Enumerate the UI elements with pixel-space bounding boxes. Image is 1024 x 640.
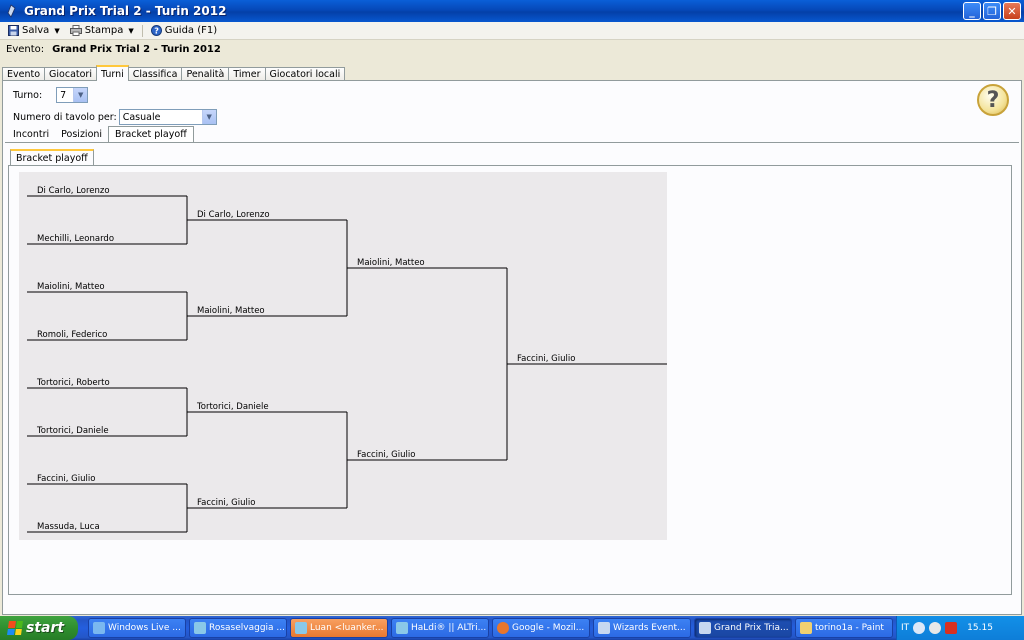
help-toolbar-button[interactable]: ? Guida (F1) — [149, 25, 219, 36]
app-icon — [699, 622, 711, 634]
table-number-row: Numero di tavolo per: Casuale ▼ — [13, 109, 217, 125]
language-indicator[interactable]: IT — [901, 623, 910, 633]
table-number-label: Numero di tavolo per: — [13, 111, 117, 123]
bracket-player-name: Faccini, Giulio — [37, 474, 95, 484]
chat-icon — [396, 622, 408, 634]
help-label: Guida (F1) — [164, 25, 218, 36]
tab-classifica[interactable]: Classifica — [127, 67, 183, 81]
svg-text:?: ? — [154, 27, 159, 36]
event-line: Evento: Grand Prix Trial 2 - Turin 2012 — [6, 44, 221, 55]
task-luan[interactable]: Luan <luanker... — [290, 618, 388, 638]
tab-giocatori[interactable]: Giocatori — [44, 67, 97, 81]
bracket-player-name: Romoli, Federico — [37, 330, 107, 340]
subtab-bracket-playoff[interactable]: Bracket playoff — [108, 126, 194, 142]
antivirus-icon[interactable] — [945, 622, 958, 634]
task-windows-live[interactable]: Windows Live ... — [88, 618, 186, 638]
start-label: start — [26, 620, 65, 636]
printer-icon — [69, 25, 82, 36]
bracket-player-name: Massuda, Luca — [37, 522, 100, 532]
turn-row: Turno: 7 ▼ — [13, 87, 89, 103]
question-mark-icon: ? — [986, 87, 1000, 113]
close-button[interactable]: ✕ — [1003, 2, 1021, 20]
tab-timer[interactable]: Timer — [228, 67, 266, 81]
bracket-player-name: Maiolini, Matteo — [197, 306, 265, 316]
table-number-value: Casuale — [122, 111, 161, 123]
chevron-down-icon: ▼ — [201, 110, 216, 124]
bracket-player-name: Di Carlo, Lorenzo — [37, 186, 110, 196]
subtab-posizioni[interactable]: Posizioni — [61, 128, 103, 140]
task-grand-prix[interactable]: Grand Prix Tria... — [694, 618, 792, 638]
start-button[interactable]: start — [0, 616, 78, 640]
tab-penalita[interactable]: Penalità — [181, 67, 230, 81]
turn-select[interactable]: 7 ▼ — [56, 87, 89, 103]
chevron-down-icon[interactable]: ▼ — [128, 26, 134, 35]
system-tray: IT 15.15 — [896, 616, 1024, 640]
network-icon[interactable] — [913, 622, 926, 634]
tab-turni[interactable]: Turni — [95, 65, 129, 81]
bracket-player-name: Tortorici, Daniele — [196, 402, 269, 412]
subtabs: Incontri Posizioni Bracket playoff — [7, 126, 194, 142]
bracket-player-name: Faccini, Giulio — [357, 450, 415, 460]
event-value: Grand Prix Trial 2 - Turin 2012 — [52, 44, 221, 55]
bracket-background — [19, 172, 667, 540]
bracket-playoff-tab[interactable]: Bracket playoff — [10, 149, 94, 165]
help-icon: ? — [150, 25, 162, 36]
floppy-icon — [8, 25, 19, 36]
bracket-player-name: Faccini, Giulio — [197, 498, 255, 508]
maximize-button[interactable]: ❐ — [983, 2, 1001, 20]
bracket-player-name: Tortorici, Daniele — [36, 426, 109, 436]
bracket-player-name: Maiolini, Matteo — [37, 282, 105, 292]
help-button[interactable]: ? — [977, 84, 1009, 116]
chat-icon — [194, 622, 206, 634]
task-rosaselvaggia[interactable]: Rosaselvaggia ... — [189, 618, 287, 638]
print-button[interactable]: Stampa ▼ — [68, 25, 136, 36]
app-icon — [598, 622, 610, 634]
tab-giocatori-locali[interactable]: Giocatori locali — [264, 67, 346, 81]
app-icon — [4, 4, 18, 18]
main-tabs: Evento Giocatori Turni Classifica Penali… — [2, 65, 346, 81]
bracket-player-name: Tortorici, Roberto — [36, 378, 110, 388]
table-number-select[interactable]: Casuale ▼ — [118, 109, 217, 125]
window-title: Grand Prix Trial 2 - Turin 2012 — [24, 4, 227, 18]
turn-value: 7 — [60, 89, 67, 101]
chevron-down-icon: ▼ — [73, 88, 88, 102]
turn-label: Turno: — [13, 89, 43, 101]
firefox-icon — [497, 622, 509, 634]
chevron-down-icon[interactable]: ▼ — [54, 26, 60, 35]
bracket-player-name: Maiolini, Matteo — [357, 258, 425, 268]
taskbar: start Windows Live ... Rosaselvaggia ...… — [0, 616, 1024, 640]
save-label: Salva — [22, 25, 50, 36]
task-paint[interactable]: torino1a - Paint — [795, 618, 893, 638]
minimize-button[interactable]: _ — [963, 2, 981, 20]
task-google-mozilla[interactable]: Google - Mozil... — [492, 618, 590, 638]
subtab-incontri[interactable]: Incontri — [13, 128, 50, 140]
clock: 15.15 — [967, 623, 993, 633]
toolbar: Salva ▼ Stampa ▼ ? Guida (F1) — [0, 22, 1024, 40]
save-button[interactable]: Salva ▼ — [6, 25, 62, 36]
messenger-icon — [93, 622, 105, 634]
task-wizards-event[interactable]: Wizards Event... — [593, 618, 691, 638]
chat-icon — [295, 622, 307, 634]
task-haldi[interactable]: HaLdi® || ALTri... — [391, 618, 489, 638]
tab-evento[interactable]: Evento — [2, 67, 46, 81]
title-bar: Grand Prix Trial 2 - Turin 2012 _ ❐ ✕ — [0, 0, 1024, 22]
windows-flag-icon — [7, 621, 23, 635]
paint-icon — [800, 622, 812, 634]
bracket-player-name: Mechilli, Leonardo — [37, 234, 114, 244]
event-label: Evento: — [6, 44, 45, 55]
bracket-player-name: Faccini, Giulio — [517, 354, 575, 364]
turni-panel: Turno: 7 ▼ Numero di tavolo per: Casuale… — [2, 80, 1022, 615]
bracket-player-name: Di Carlo, Lorenzo — [197, 210, 270, 220]
volume-icon[interactable] — [929, 622, 942, 634]
task-list: Windows Live ... Rosaselvaggia ... Luan … — [88, 618, 893, 638]
print-label: Stampa — [84, 25, 124, 36]
toolbar-separator — [141, 24, 143, 37]
subtab-divider — [5, 142, 1019, 143]
